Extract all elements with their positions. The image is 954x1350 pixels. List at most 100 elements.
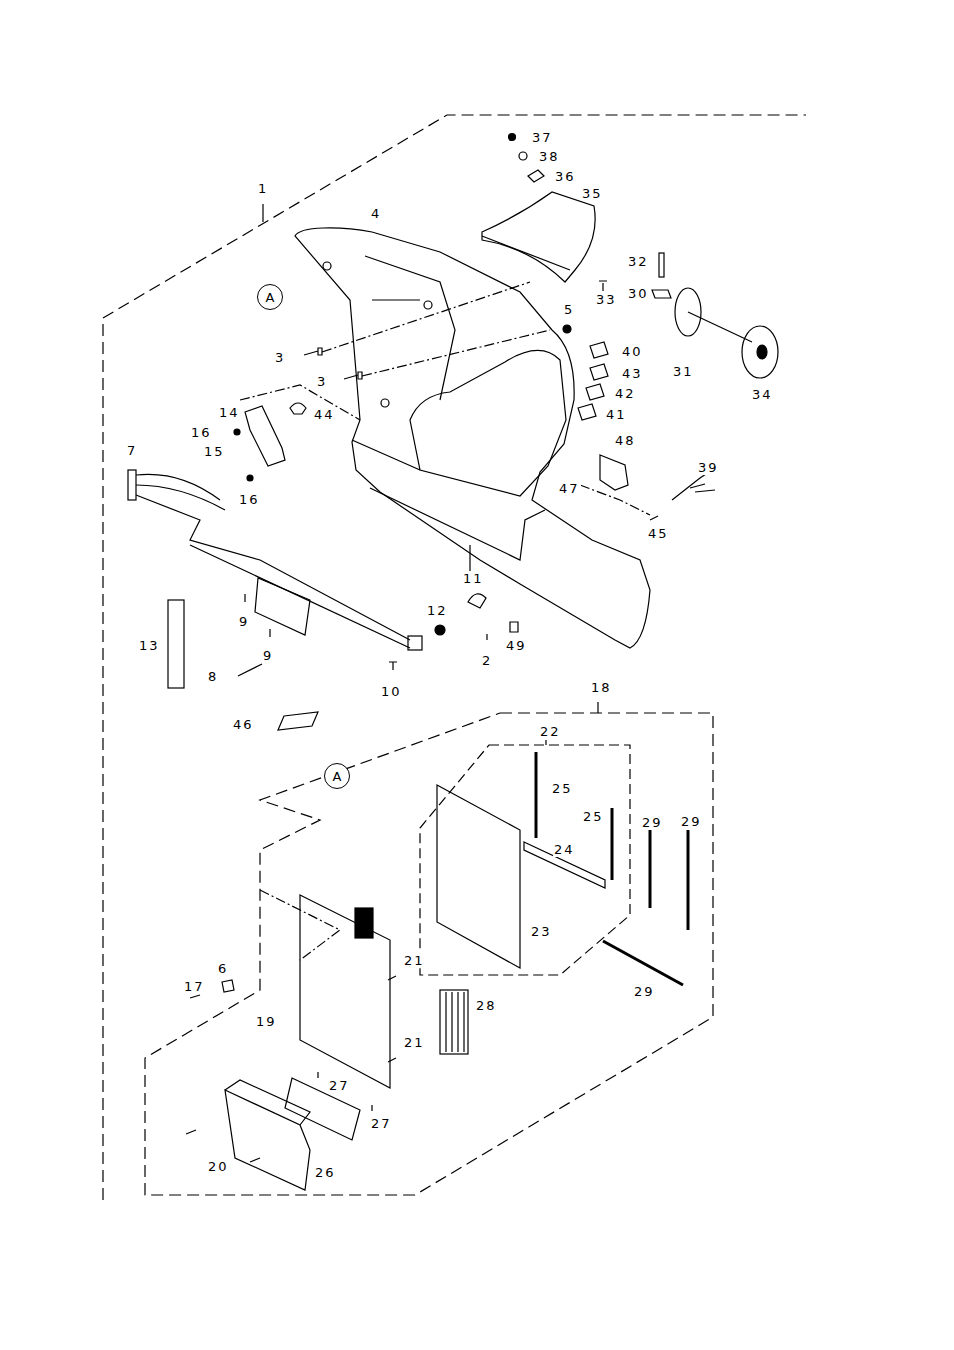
callout-number: 47 bbox=[558, 481, 581, 496]
dash-dot-line bbox=[322, 282, 530, 352]
dash-dot-line bbox=[580, 485, 650, 515]
clip bbox=[590, 364, 608, 380]
callout-number: 14 bbox=[218, 405, 241, 420]
board-26 bbox=[285, 1078, 360, 1140]
flex bbox=[355, 908, 373, 938]
callout-number: 8 bbox=[207, 669, 219, 684]
callout-number: 36 bbox=[554, 169, 577, 184]
nut bbox=[563, 325, 571, 333]
housing-base bbox=[370, 488, 545, 575]
callout-number: 27 bbox=[328, 1078, 351, 1093]
callout-number: 34 bbox=[751, 387, 774, 402]
leader-line bbox=[545, 740, 546, 745]
screw-hole bbox=[424, 301, 432, 309]
leader-line bbox=[597, 702, 598, 713]
bracket-48 bbox=[600, 455, 628, 490]
spool-cap-hub bbox=[757, 345, 767, 359]
callout-number: 45 bbox=[647, 526, 670, 541]
display-19 bbox=[300, 895, 390, 1088]
callout-number: 10 bbox=[380, 684, 403, 699]
callout-number: 4 bbox=[370, 206, 382, 221]
callout-number: 3 bbox=[316, 374, 328, 389]
callout-number: 37 bbox=[531, 130, 554, 145]
screw-17 bbox=[190, 995, 200, 998]
callout-number: 48 bbox=[614, 433, 637, 448]
callout-number: 9 bbox=[262, 648, 274, 663]
screw bbox=[304, 348, 322, 355]
screw-16 bbox=[247, 475, 253, 481]
callout-number: 29 bbox=[680, 814, 703, 829]
callout-number: 44 bbox=[313, 407, 336, 422]
spring-12 bbox=[435, 625, 445, 635]
callout-number: 5 bbox=[563, 302, 575, 317]
callout-number: 6 bbox=[217, 961, 229, 976]
front-20 bbox=[225, 1080, 310, 1190]
callout-number: 17 bbox=[183, 979, 206, 994]
part-11 bbox=[468, 594, 486, 608]
cable-28-wires bbox=[446, 992, 464, 1052]
rod-25 bbox=[611, 808, 614, 880]
part-49 bbox=[510, 622, 518, 632]
panel-23 bbox=[437, 785, 520, 968]
callout-number: 25 bbox=[551, 781, 574, 796]
harness bbox=[190, 545, 410, 648]
callout-number: 23 bbox=[530, 924, 553, 939]
group-boundary bbox=[103, 115, 806, 1200]
connector-7 bbox=[128, 470, 136, 500]
part-37 bbox=[509, 134, 516, 141]
callout-number: 16 bbox=[190, 425, 213, 440]
callout-number: 9 bbox=[238, 614, 250, 629]
cable-28 bbox=[440, 990, 468, 1054]
callout-number: 31 bbox=[672, 364, 695, 379]
callout-number: 30 bbox=[627, 286, 650, 301]
callout-number: 32 bbox=[627, 254, 650, 269]
callout-number: 49 bbox=[505, 638, 528, 653]
callout-number: 21 bbox=[403, 1035, 426, 1050]
clip bbox=[590, 342, 608, 358]
callout-number: 33 bbox=[595, 292, 618, 307]
clip bbox=[578, 404, 596, 420]
callout-number: 38 bbox=[538, 149, 561, 164]
screw-2 bbox=[486, 634, 487, 640]
callout-number: 2 bbox=[481, 653, 493, 668]
callout-number: 46 bbox=[232, 717, 255, 732]
group-boundary bbox=[145, 713, 713, 1195]
callout-number: 39 bbox=[697, 460, 720, 475]
callout-number: 18 bbox=[590, 680, 613, 695]
callout-number: 13 bbox=[138, 638, 161, 653]
bracket-36 bbox=[528, 170, 544, 182]
bracket-14 bbox=[245, 406, 285, 466]
callout-number: 15 bbox=[203, 444, 226, 459]
part-38 bbox=[519, 152, 527, 160]
leader-line bbox=[262, 204, 263, 222]
callout-number: 19 bbox=[255, 1014, 278, 1029]
callout-number: 21 bbox=[403, 953, 426, 968]
callout-number: 27 bbox=[370, 1116, 393, 1131]
screw bbox=[186, 1130, 260, 1162]
card-46 bbox=[278, 712, 318, 730]
callout-number: 42 bbox=[614, 386, 637, 401]
reference-circle: A bbox=[257, 284, 283, 310]
callout-number: 20 bbox=[207, 1159, 230, 1174]
screw-27 bbox=[318, 1072, 372, 1111]
board-10 bbox=[408, 636, 422, 650]
rod-29 bbox=[603, 941, 683, 985]
callout-number: 12 bbox=[426, 603, 449, 618]
callout-number: 43 bbox=[621, 366, 644, 381]
screw-hole bbox=[323, 262, 331, 270]
strip-24 bbox=[524, 842, 605, 888]
harness bbox=[136, 474, 410, 640]
pin-32 bbox=[659, 253, 664, 277]
clip bbox=[586, 384, 604, 400]
screw-45 bbox=[650, 516, 658, 520]
group-boundary bbox=[420, 745, 630, 975]
housing bbox=[295, 228, 650, 648]
screw-10 bbox=[389, 662, 397, 670]
callout-number: 25 bbox=[582, 809, 605, 824]
callout-number: 7 bbox=[126, 443, 138, 458]
callout-number: 28 bbox=[475, 998, 498, 1013]
tray bbox=[482, 192, 595, 282]
screw-33 bbox=[599, 281, 607, 291]
label-13 bbox=[168, 600, 184, 688]
screw-21 bbox=[388, 976, 396, 1062]
